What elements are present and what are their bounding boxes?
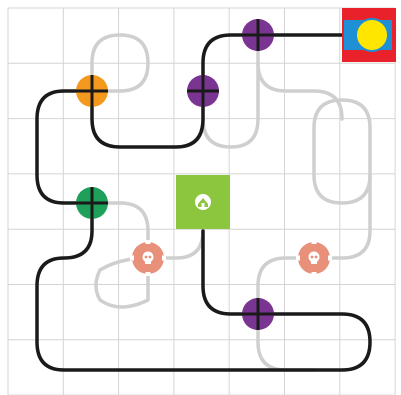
orange-junction[interactable] xyxy=(76,75,108,107)
home-icon xyxy=(195,194,211,210)
purple-junction-2[interactable] xyxy=(187,75,219,107)
green-junction[interactable] xyxy=(76,187,108,219)
skull-badge-2[interactable] xyxy=(296,240,332,276)
purple-junction-1[interactable] xyxy=(242,19,274,51)
purple-junction-3[interactable] xyxy=(242,298,274,330)
home-tile[interactable] xyxy=(176,175,230,229)
skull-badge-1[interactable] xyxy=(130,240,166,276)
inactive-track xyxy=(92,35,370,370)
goal-tile[interactable] xyxy=(342,8,396,62)
